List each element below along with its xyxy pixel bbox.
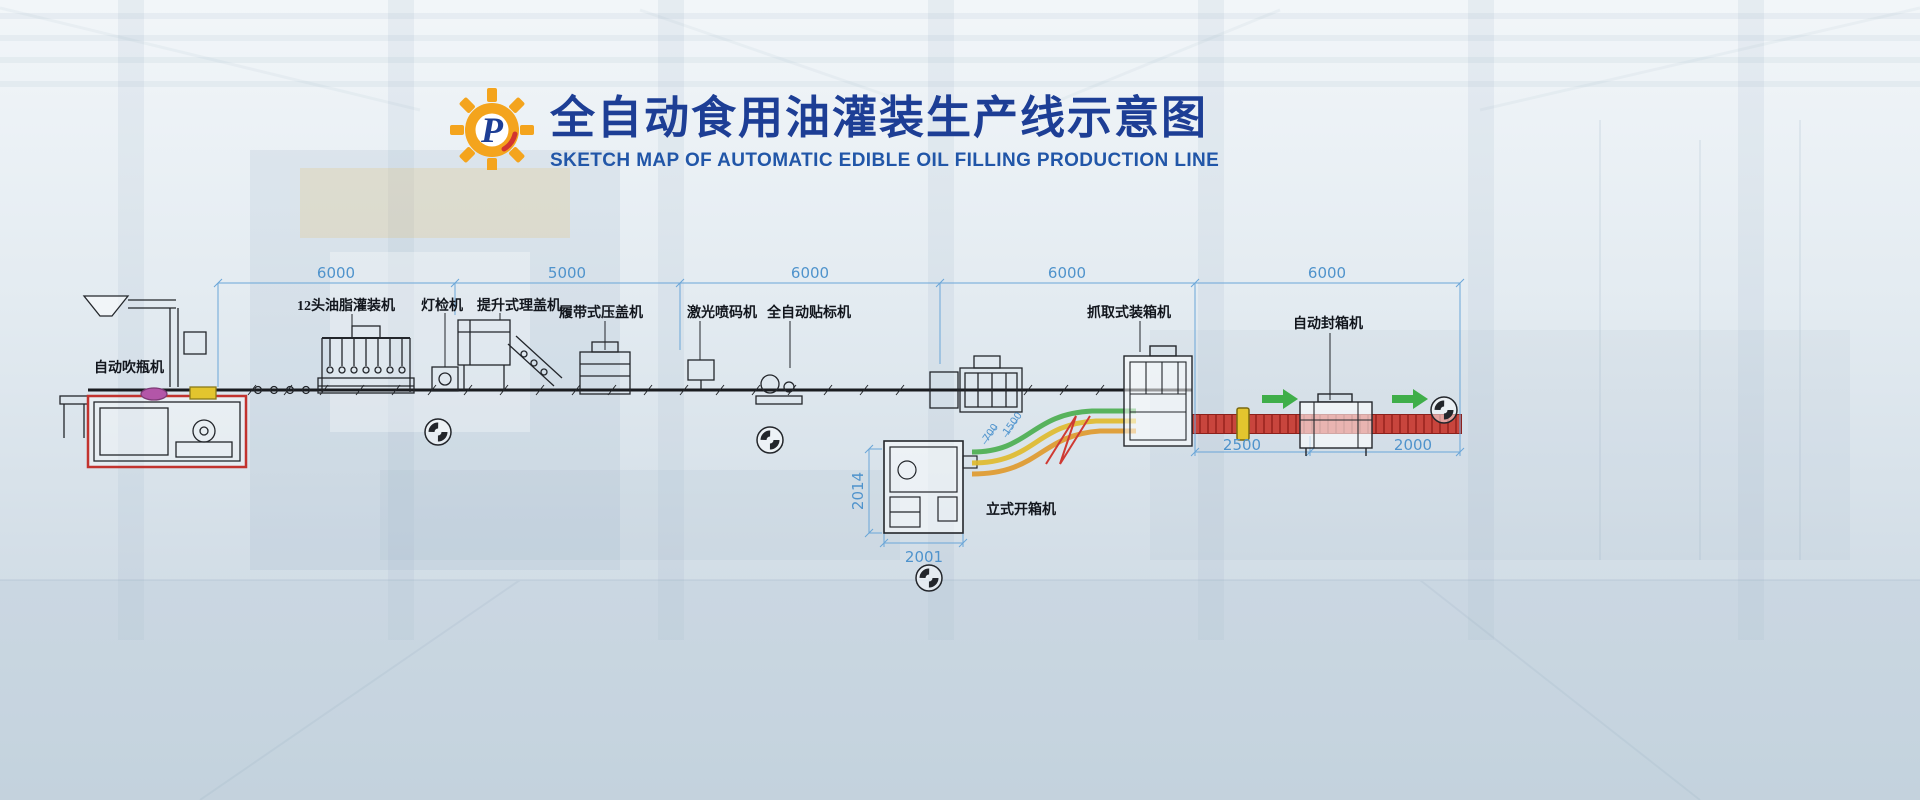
dim-erector-height: 2014 — [849, 471, 867, 511]
swivel-icon — [915, 564, 943, 592]
label-case-packer: 抓取式装箱机 — [1087, 306, 1171, 321]
label-light-inspector: 灯检机 — [421, 299, 463, 314]
label-filling-machine: 12头油脂灌装机 — [297, 299, 395, 314]
swivel-symbols — [424, 396, 1458, 592]
flow-arrow-icon — [1262, 389, 1298, 409]
labeling-machine — [755, 321, 803, 405]
dim-top-5: 6000 — [1307, 264, 1347, 282]
label-case-erector: 立式开箱机 — [986, 503, 1056, 518]
curved-transfer-conveyors — [971, 408, 1136, 477]
dim-top-3: 6000 — [790, 264, 830, 282]
junction-table — [929, 355, 1023, 413]
laser-coder-machine — [687, 321, 715, 390]
gear-icon — [450, 88, 534, 170]
dimension-lines — [213, 278, 1465, 548]
dim-sealer-section: 2000 — [1393, 436, 1433, 454]
swivel-icon — [424, 418, 452, 446]
header: P 全自动食用油灌装生产线示意图 SKETCH MAP OF AUTOMATIC… — [450, 86, 1219, 172]
label-cap-elevator: 提升式理盖机 — [477, 299, 561, 314]
cap-elevator-machine — [457, 313, 563, 390]
yellow-guide-part — [189, 386, 217, 400]
preform-feeder-part — [140, 387, 168, 401]
dim-erector-width: 2001 — [904, 548, 944, 566]
case-erector-machine — [883, 440, 978, 534]
light-inspector-machine — [431, 313, 459, 392]
dim-top-4: 6000 — [1047, 264, 1087, 282]
main-conveyor-line — [88, 384, 1192, 396]
bottle-blower-machine — [59, 295, 248, 469]
case-sealer-machine — [1299, 333, 1373, 456]
label-capping-machine: 履带式压盖机 — [559, 306, 643, 321]
page-subtitle: SKETCH MAP OF AUTOMATIC EDIBLE OIL FILLI… — [550, 149, 1220, 171]
flow-arrows — [1262, 389, 1428, 409]
logo-letter: P — [481, 110, 503, 150]
case-packer-machine — [1123, 321, 1193, 447]
dim-top-2: 5000 — [547, 264, 587, 282]
title-block: 全自动食用油灌装生产线示意图 SKETCH MAP OF AUTOMATIC E… — [550, 86, 1219, 172]
dim-top-1: 6000 — [316, 264, 356, 282]
capping-machine — [579, 321, 631, 395]
flow-arrow-icon — [1392, 389, 1428, 409]
bottle-on-conveyor — [1236, 407, 1250, 441]
label-laser-coder: 激光喷码机 — [687, 306, 757, 321]
swivel-icon — [1430, 396, 1458, 424]
brand-logo: P — [450, 86, 534, 170]
label-labeling-machine: 全自动贴标机 — [767, 306, 851, 321]
swivel-icon — [756, 426, 784, 454]
label-case-sealer: 自动封箱机 — [1293, 317, 1363, 332]
page-title: 全自动食用油灌装生产线示意图 — [550, 91, 1209, 144]
filling-machine — [317, 314, 415, 394]
background-machine-silhouette — [250, 150, 1850, 570]
red-guide-zigzag — [1045, 415, 1091, 465]
logo-swoosh — [501, 131, 518, 152]
dim-packer-section: 2500 — [1222, 436, 1262, 454]
label-bottle-blower: 自动吹瓶机 — [94, 361, 164, 376]
